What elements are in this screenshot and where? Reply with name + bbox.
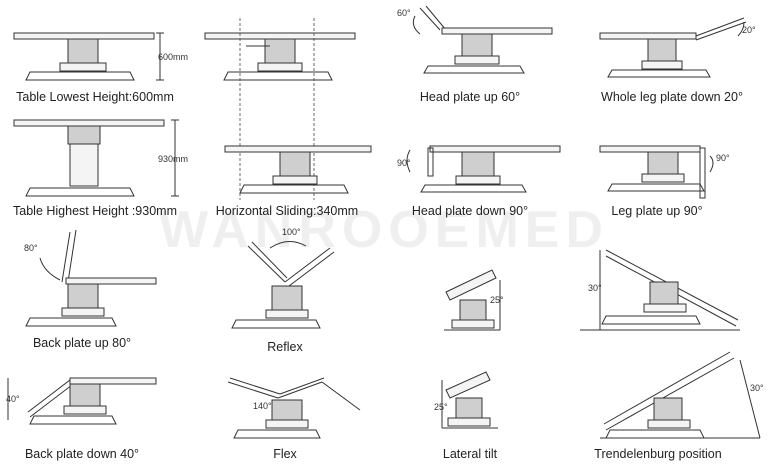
- drawing-horizontal-sliding: [204, 18, 372, 200]
- dim-lateral-tilt-bottom-25: 25°: [434, 402, 448, 412]
- drawing-head-down: [406, 145, 561, 193]
- dim-back-up-80: 80°: [24, 243, 38, 253]
- caption-head-up: Head plate up 60°: [419, 90, 521, 104]
- caption-lateral-tilt: Lateral tilt: [442, 447, 498, 461]
- dim-leg-up-90: 90°: [716, 153, 730, 163]
- drawing-lateral-tilt-top: [444, 269, 501, 331]
- dim-trendelenburg-bottom-30: 30°: [750, 383, 764, 393]
- caption-leg-up: Leg plate up 90°: [611, 204, 703, 218]
- caption-leg-down: Whole leg plate down 20°: [601, 90, 743, 104]
- caption-highest-height: Table Highest Height :930mm: [13, 204, 177, 218]
- dim-leg-down-20: 20°: [742, 25, 756, 35]
- drawing-trendelenburg-top: [580, 249, 740, 331]
- caption-back-down: Back plate down 40°: [24, 447, 140, 461]
- caption-flex: Flex: [273, 447, 297, 461]
- dim-lateral-tilt-top-25: 25°: [490, 295, 504, 305]
- dim-head-up-60: 60°: [397, 8, 411, 18]
- drawing-highest-height: [13, 119, 179, 197]
- drawing-flex: [227, 377, 361, 439]
- watermark: WANROOEMED: [159, 201, 609, 259]
- caption-reflex: Reflex: [267, 340, 303, 354]
- drawing-leg-up: [599, 145, 714, 199]
- drawing-lowest-height: [13, 32, 164, 81]
- drawing-head-up: [412, 5, 553, 74]
- caption-horizontal-sliding: Horizontal Sliding:340mm: [215, 204, 359, 218]
- drawing-reflex: [231, 241, 335, 329]
- drawing-back-down: [7, 377, 157, 425]
- caption-lowest-height: Table Lowest Height:600mm: [16, 90, 174, 104]
- dim-head-down-90: 90°: [397, 158, 411, 168]
- dim-reflex-100: 100°: [282, 227, 301, 237]
- drawing-trendelenburg-bottom: [600, 351, 761, 439]
- dim-flex-140: 140°: [253, 401, 272, 411]
- caption-head-down: Head plate down 90°: [411, 204, 529, 218]
- drawing-lateral-tilt-bottom: [441, 371, 498, 429]
- dim-back-down-40: 40°: [6, 394, 20, 404]
- dim-930mm: 930mm: [158, 154, 189, 164]
- drawing-leg-down: [599, 17, 747, 78]
- caption-back-up: Back plate up 80°: [32, 336, 132, 350]
- caption-trendelenburg: Trendelenburg position: [594, 447, 722, 461]
- drawing-back-up: [25, 229, 157, 327]
- dim-trendelenburg-top-30: 30°: [588, 283, 602, 293]
- dim-600mm: 600mm: [158, 52, 189, 62]
